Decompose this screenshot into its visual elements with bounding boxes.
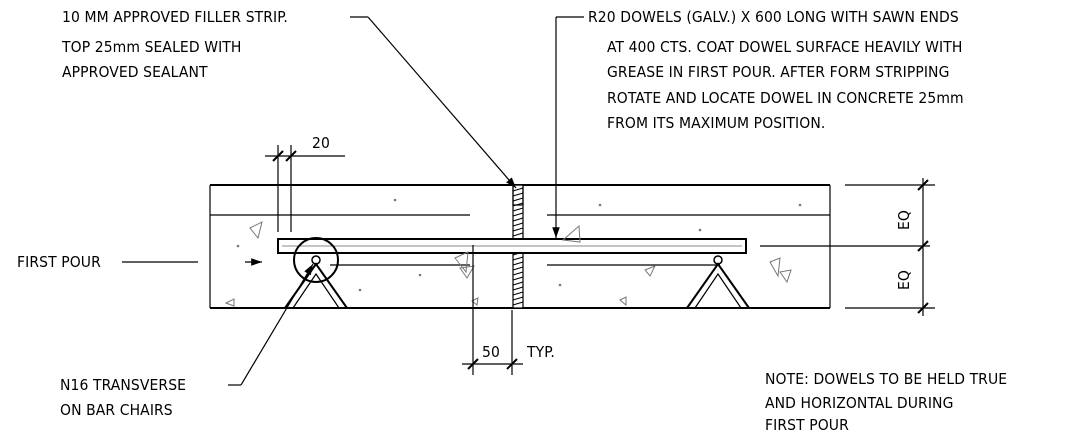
- dimension-gap-20: 20: [265, 134, 345, 232]
- leader-filler-strip: [350, 16, 517, 189]
- filler-strip-label-line-3: APPROVED SEALANT: [62, 63, 208, 81]
- filler-strip-label-line-2: TOP 25mm SEALED WITH: [61, 38, 242, 56]
- bar-chair-right: [686, 255, 750, 309]
- eq-bottom-label: EQ: [895, 270, 913, 290]
- dowels-label-line-3: GREASE IN FIRST POUR. AFTER FORM STRIPPI…: [607, 63, 950, 81]
- dowels-label-line-4: ROTATE AND LOCATE DOWEL IN CONCRETE 25mm: [607, 89, 964, 107]
- dimension-spacing-50: 50 TYP.: [462, 245, 555, 375]
- typical-label: TYP.: [526, 343, 555, 361]
- spacing-dimension-label: 50: [482, 343, 500, 361]
- gap-dimension-label: 20: [312, 134, 330, 152]
- dimension-eq: EQ EQ: [845, 178, 935, 316]
- filler-strip-label-line-1: 10 MM APPROVED FILLER STRIP.: [62, 8, 288, 26]
- note-line-1: NOTE: DOWELS TO BE HELD TRUE: [765, 370, 1007, 388]
- dowels-label-line-5: FROM ITS MAXIMUM POSITION.: [607, 114, 825, 132]
- aggregate-hatch: [224, 198, 802, 307]
- transverse-label-line-1: N16 TRANSVERSE: [60, 376, 186, 394]
- leader-dowels: [552, 16, 584, 238]
- eq-top-label: EQ: [895, 210, 913, 230]
- bar-chair-left: [284, 262, 348, 309]
- first-pour-label: FIRST POUR: [17, 253, 101, 271]
- leader-transverse: [228, 263, 314, 386]
- dowels-label-line-1: R20 DOWELS (GALV.) X 600 LONG WITH SAWN …: [588, 8, 959, 26]
- note-line-2: AND HORIZONTAL DURING: [765, 394, 953, 412]
- dowel-bar: [277, 238, 747, 254]
- reference-lines: [210, 214, 930, 266]
- transverse-label-line-2: ON BAR CHAIRS: [60, 401, 173, 419]
- note-line-3: FIRST POUR: [765, 416, 849, 433]
- dowels-label-line-2: AT 400 CTS. COAT DOWEL SURFACE HEAVILY W…: [607, 38, 962, 56]
